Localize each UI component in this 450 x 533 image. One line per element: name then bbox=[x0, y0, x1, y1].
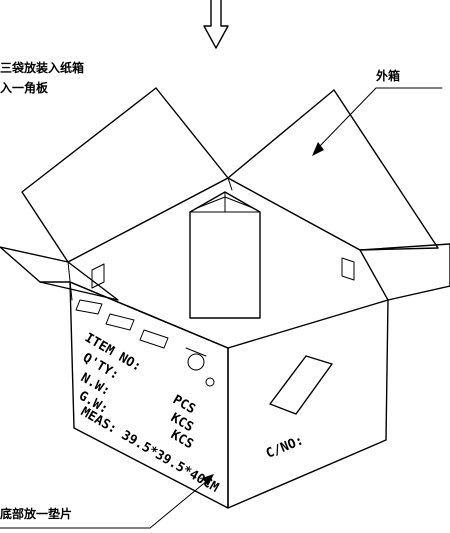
mark-carton-no: C/NO: bbox=[264, 433, 306, 462]
back-right-flap bbox=[227, 89, 439, 251]
arrow-icon bbox=[312, 142, 324, 156]
front-flap-fold bbox=[69, 281, 229, 349]
label-instruction-line1: 三袋放装入纸箱 bbox=[0, 60, 84, 75]
mark-kcs-2: KCS bbox=[168, 427, 196, 452]
down-arrow-icon bbox=[203, 0, 229, 49]
corner-board bbox=[189, 191, 261, 319]
callouts: 三袋放装入纸箱 入一角板 外箱 底部放一垫片 bbox=[0, 60, 443, 529]
right-side-flap bbox=[359, 243, 450, 301]
leader-line-bottom-pad bbox=[0, 479, 209, 529]
mark-meas: MEAS: 39.5*39.5*40CM bbox=[78, 404, 221, 495]
box-body bbox=[39, 281, 389, 509]
front-face-labels bbox=[75, 299, 215, 387]
diamond-mark bbox=[269, 355, 333, 415]
label-bottom-pad: 底部放一垫片 bbox=[0, 506, 72, 521]
left-side-flap bbox=[0, 246, 119, 301]
box-right-face bbox=[227, 299, 389, 509]
box-top-flaps bbox=[0, 87, 450, 301]
label-outer-box: 外箱 bbox=[376, 68, 400, 83]
back-left-flap bbox=[21, 87, 229, 263]
arrow-icon bbox=[202, 474, 214, 486]
leader-line-outer-box bbox=[317, 87, 443, 149]
box-tabs bbox=[91, 257, 355, 289]
label-instruction-line2: 入一角板 bbox=[0, 80, 49, 95]
